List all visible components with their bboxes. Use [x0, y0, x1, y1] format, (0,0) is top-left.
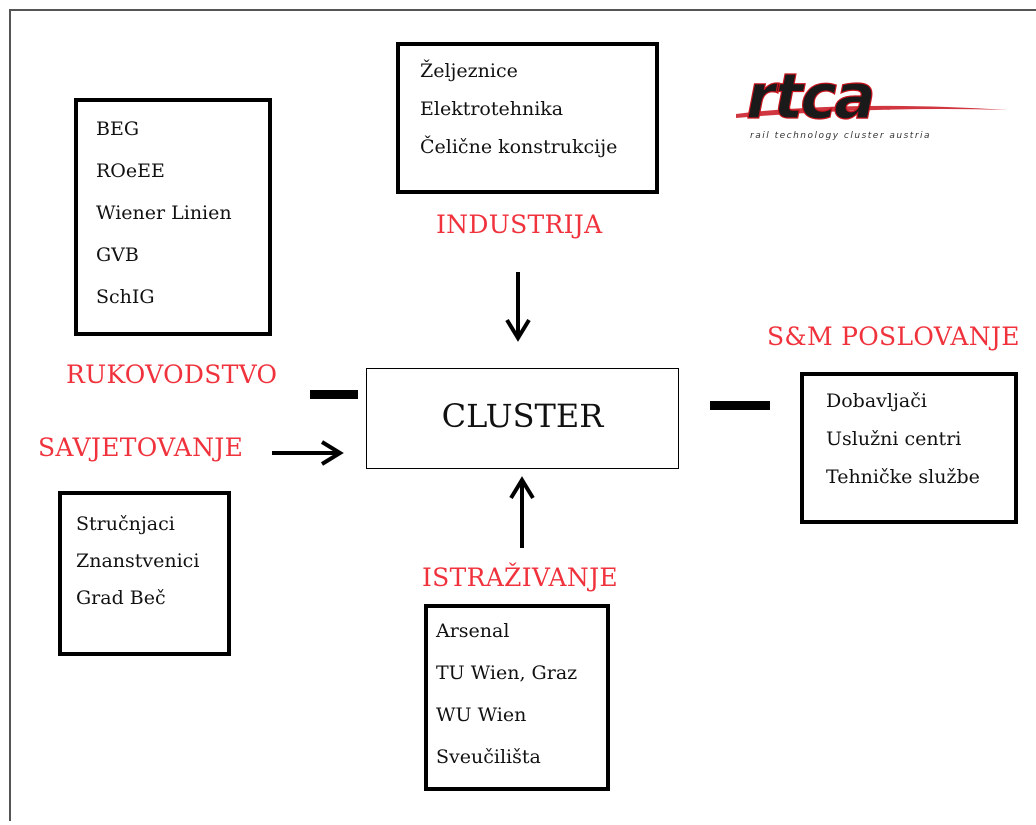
- rukovodstvo-box: BEG ROeEE Wiener Linien GVB SchIG: [74, 98, 272, 336]
- industrija-list: Željeznice Elektrotehnika Čelične konstr…: [420, 60, 617, 174]
- istrazivanje-item: TU Wien, Graz: [436, 662, 578, 684]
- rukovodstvo-list: BEG ROeEE Wiener Linien GVB SchIG: [96, 118, 232, 328]
- rukovodstvo-item: ROeEE: [96, 160, 165, 182]
- savjetovanje-item: Stručnjaci: [76, 513, 175, 535]
- rukovodstvo-item: Wiener Linien: [96, 202, 232, 224]
- poslovanje-box: Dobavljači Uslužni centri Tehničke služb…: [800, 372, 1018, 524]
- industrija-box: Željeznice Elektrotehnika Čelične konstr…: [396, 42, 659, 194]
- savjetovanje-box: Stručnjaci Znanstvenici Grad Beč: [58, 491, 231, 656]
- istrazivanje-box: Arsenal TU Wien, Graz WU Wien Sveučilišt…: [424, 604, 610, 791]
- poslovanje-item: Dobavljači: [826, 390, 927, 412]
- savjetovanje-list: Stručnjaci Znanstvenici Grad Beč: [76, 513, 199, 624]
- istrazivanje-list: Arsenal TU Wien, Graz WU Wien Sveučilišt…: [436, 620, 577, 788]
- poslovanje-label: S&M POSLOVANJE: [767, 322, 1020, 351]
- industrija-label: INDUSTRIJA: [436, 210, 603, 239]
- rukovodstvo-item: SchIG: [96, 286, 155, 308]
- poslovanje-item: Tehničke službe: [826, 466, 980, 488]
- istrazivanje-item: Arsenal: [436, 620, 510, 642]
- diagram-frame: [9, 9, 1036, 821]
- istrazivanje-label: ISTRAŽIVANJE: [422, 563, 618, 592]
- rtca-logo: rtca rail technology cluster austria: [736, 62, 1008, 141]
- rukovodstvo-connector-line: [310, 390, 358, 399]
- istrazivanje-item: Sveučilišta: [436, 746, 541, 768]
- rukovodstvo-label: RUKOVODSTVO: [66, 360, 278, 389]
- industrija-arrow: [505, 272, 531, 342]
- istrazivanje-arrow: [509, 476, 535, 548]
- industrija-item: Elektrotehnika: [420, 98, 564, 120]
- savjetovanje-item: Grad Beč: [76, 587, 166, 609]
- savjetovanje-label: SAVJETOVANJE: [38, 433, 244, 462]
- rukovodstvo-item: GVB: [96, 244, 139, 266]
- rtca-tagline: rail technology cluster austria: [750, 131, 931, 141]
- savjetovanje-item: Znanstvenici: [76, 550, 200, 572]
- cluster-label: CLUSTER: [441, 397, 604, 435]
- istrazivanje-item: WU Wien: [436, 704, 527, 726]
- poslovanje-list: Dobavljači Uslužni centri Tehničke služb…: [826, 390, 980, 504]
- savjetovanje-arrow: [272, 440, 344, 466]
- industrija-item: Željeznice: [420, 60, 518, 82]
- poslovanje-item: Uslužni centri: [826, 428, 962, 450]
- industrija-item: Čelične konstrukcije: [420, 136, 618, 158]
- rtca-wordmark: rtca: [746, 62, 873, 133]
- cluster-box: CLUSTER: [366, 368, 679, 469]
- poslovanje-connector-line: [710, 401, 770, 410]
- rukovodstvo-item: BEG: [96, 118, 140, 140]
